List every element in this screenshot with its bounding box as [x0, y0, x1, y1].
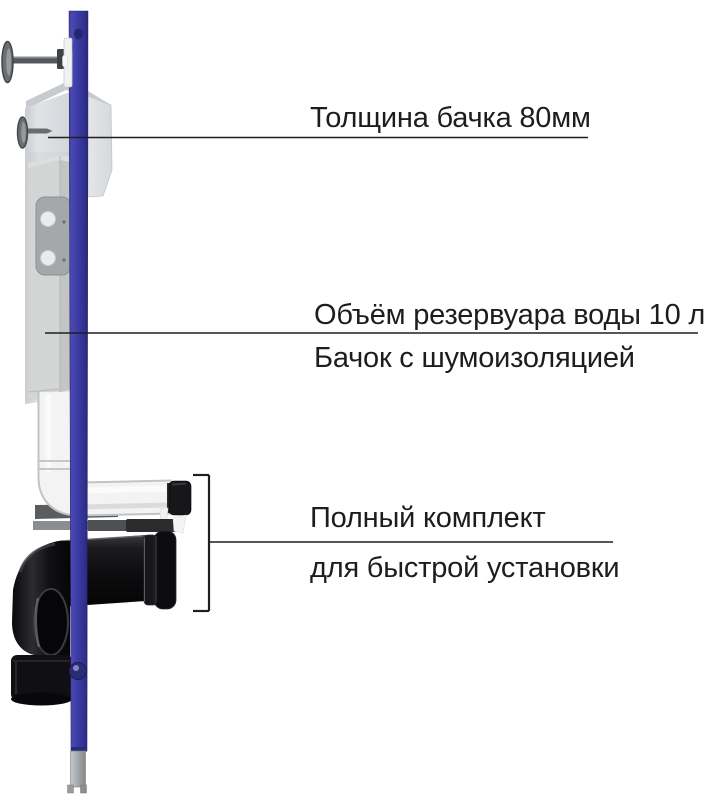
tank-top-face	[26, 82, 111, 109]
flush-pipe	[37, 392, 192, 528]
rail-foot	[67, 750, 87, 794]
rod-white-tip	[172, 514, 187, 534]
wall-screw	[16, 116, 53, 149]
mounting-plate	[35, 196, 72, 276]
insulation-box	[27, 152, 72, 400]
label-kit-line1: Полный комплект	[310, 502, 546, 534]
drain-coupling	[11, 655, 72, 706]
rail-bracket-clip	[62, 37, 73, 88]
anchor-rod	[9, 56, 66, 64]
connection-rod	[33, 514, 187, 534]
plate-hole-bottom	[40, 250, 56, 266]
flush-pipe-cap	[167, 480, 192, 516]
drain-flange	[143, 530, 177, 610]
measurement-bracket	[193, 473, 211, 613]
tank-side-face	[87, 95, 113, 198]
annotation-lines	[45, 136, 698, 613]
rail-top-hole	[74, 28, 83, 40]
label-kit-line2: для быстрой установки	[310, 552, 620, 584]
label-volume-line2: Бачок с шумоизоляцией	[314, 342, 635, 374]
plate-hole-top	[40, 211, 56, 227]
wall-anchor	[1, 37, 73, 88]
rail-bolt	[69, 662, 87, 680]
label-volume-line1: Объём резервуара воды 10 л	[314, 299, 706, 331]
drain-pipe-assembly	[11, 530, 177, 706]
label-tank-thickness: Толщина бачка 80мм	[310, 102, 591, 134]
frame-rail	[68, 10, 89, 752]
